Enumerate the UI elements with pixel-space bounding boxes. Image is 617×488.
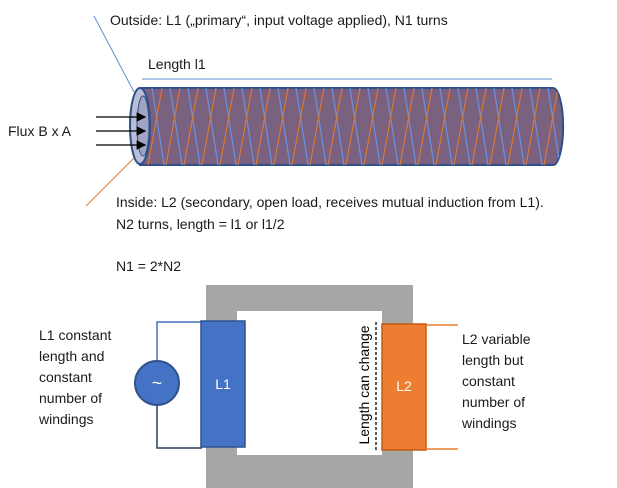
inner-winding-turn xyxy=(525,88,541,165)
left-desc-line: L1 constant xyxy=(39,327,112,343)
coil-windings xyxy=(147,88,561,165)
l1-label: L1 xyxy=(215,376,231,392)
outer-winding-turn xyxy=(493,88,507,165)
outer-winding-turn xyxy=(511,88,525,165)
inner-winding-turn xyxy=(345,88,361,165)
inner-winding-turn xyxy=(453,88,469,165)
inner-winding-turn xyxy=(489,88,505,165)
inner-winding-turn xyxy=(471,88,487,165)
inner-winding-turn xyxy=(291,88,307,165)
outer-winding-turn xyxy=(403,88,417,165)
outer-winding-turn xyxy=(241,88,255,165)
outer-winding-turn xyxy=(439,88,453,165)
outer-winding-turn xyxy=(457,88,471,165)
right-desc-line: constant xyxy=(462,373,515,389)
inner-winding-turn xyxy=(543,88,559,165)
inner-winding-turn xyxy=(219,88,235,165)
outer-winding-turn xyxy=(331,88,345,165)
left-desc-line: constant xyxy=(39,369,92,385)
inner-winding-turn xyxy=(165,88,181,165)
inner-winding-turn xyxy=(435,88,451,165)
inner-winding-turn xyxy=(507,88,523,165)
inner-winding-turn xyxy=(381,88,397,165)
outer-winding-turn xyxy=(151,88,165,165)
coil-cylinder xyxy=(129,87,565,166)
l2-label: L2 xyxy=(396,378,412,394)
l2-winding-block xyxy=(381,323,427,451)
outer-winding-turn xyxy=(547,88,561,165)
ac-source-symbol: ~ xyxy=(152,373,163,393)
outer-winding-turn xyxy=(169,88,183,165)
right-desc-line: windings xyxy=(462,415,517,431)
flux-label: Flux B x A xyxy=(8,123,72,139)
inner-winding-turn xyxy=(183,88,199,165)
inner-winding-turn xyxy=(273,88,289,165)
inner-winding-turn xyxy=(201,88,217,165)
outer-winding-turn xyxy=(313,88,327,165)
outer-winding-turn xyxy=(277,88,291,165)
outer-winding-turn xyxy=(349,88,363,165)
inside-leader-line xyxy=(85,157,135,207)
l1-winding-block xyxy=(200,320,246,448)
outer-winding-turn xyxy=(421,88,435,165)
inner-winding-turn xyxy=(147,88,163,165)
inner-winding-turn xyxy=(237,88,253,165)
ratio-label: N1 = 2*N2 xyxy=(116,258,181,274)
right-desc-line: number of xyxy=(462,394,526,410)
inner-winding-turn xyxy=(327,88,343,165)
left-desc-line: windings xyxy=(39,411,94,427)
outside-label: Outside: L1 („primary“, input voltage ap… xyxy=(110,12,448,28)
outside-leader-line xyxy=(93,15,135,93)
right-desc-line: length but xyxy=(462,352,524,368)
primary-circuit-wire xyxy=(156,321,202,360)
inner-winding-turn xyxy=(363,88,379,165)
inside-label-line2: N2 turns, length = l1 or l1/2 xyxy=(116,216,285,232)
outer-winding-turn xyxy=(259,88,273,165)
primary-circuit-wire xyxy=(156,406,202,449)
transformer-core xyxy=(206,285,413,488)
right-desc-line: L2 variable xyxy=(462,331,531,347)
left-desc-line: number of xyxy=(39,390,103,406)
outer-winding-turn xyxy=(475,88,489,165)
inner-winding-turn xyxy=(417,88,433,165)
inner-winding-turn xyxy=(399,88,415,165)
coil-inner-end xyxy=(136,95,150,157)
outer-winding-turn xyxy=(223,88,237,165)
outer-winding-turn xyxy=(385,88,399,165)
ac-source-icon: ~ xyxy=(134,360,180,406)
outer-winding-turn xyxy=(295,88,309,165)
inner-winding-turn xyxy=(309,88,325,165)
left-desc-line: length and xyxy=(39,348,105,364)
length-change-label: Length can change xyxy=(356,325,372,444)
outer-winding-turn xyxy=(529,88,543,165)
length-label: Length l1 xyxy=(148,56,206,72)
inside-label-line1: Inside: L2 (secondary, open load, receiv… xyxy=(116,194,544,210)
outer-winding-turn xyxy=(205,88,219,165)
outer-winding-turn xyxy=(367,88,381,165)
inner-winding-turn xyxy=(255,88,271,165)
outer-winding-turn xyxy=(187,88,201,165)
